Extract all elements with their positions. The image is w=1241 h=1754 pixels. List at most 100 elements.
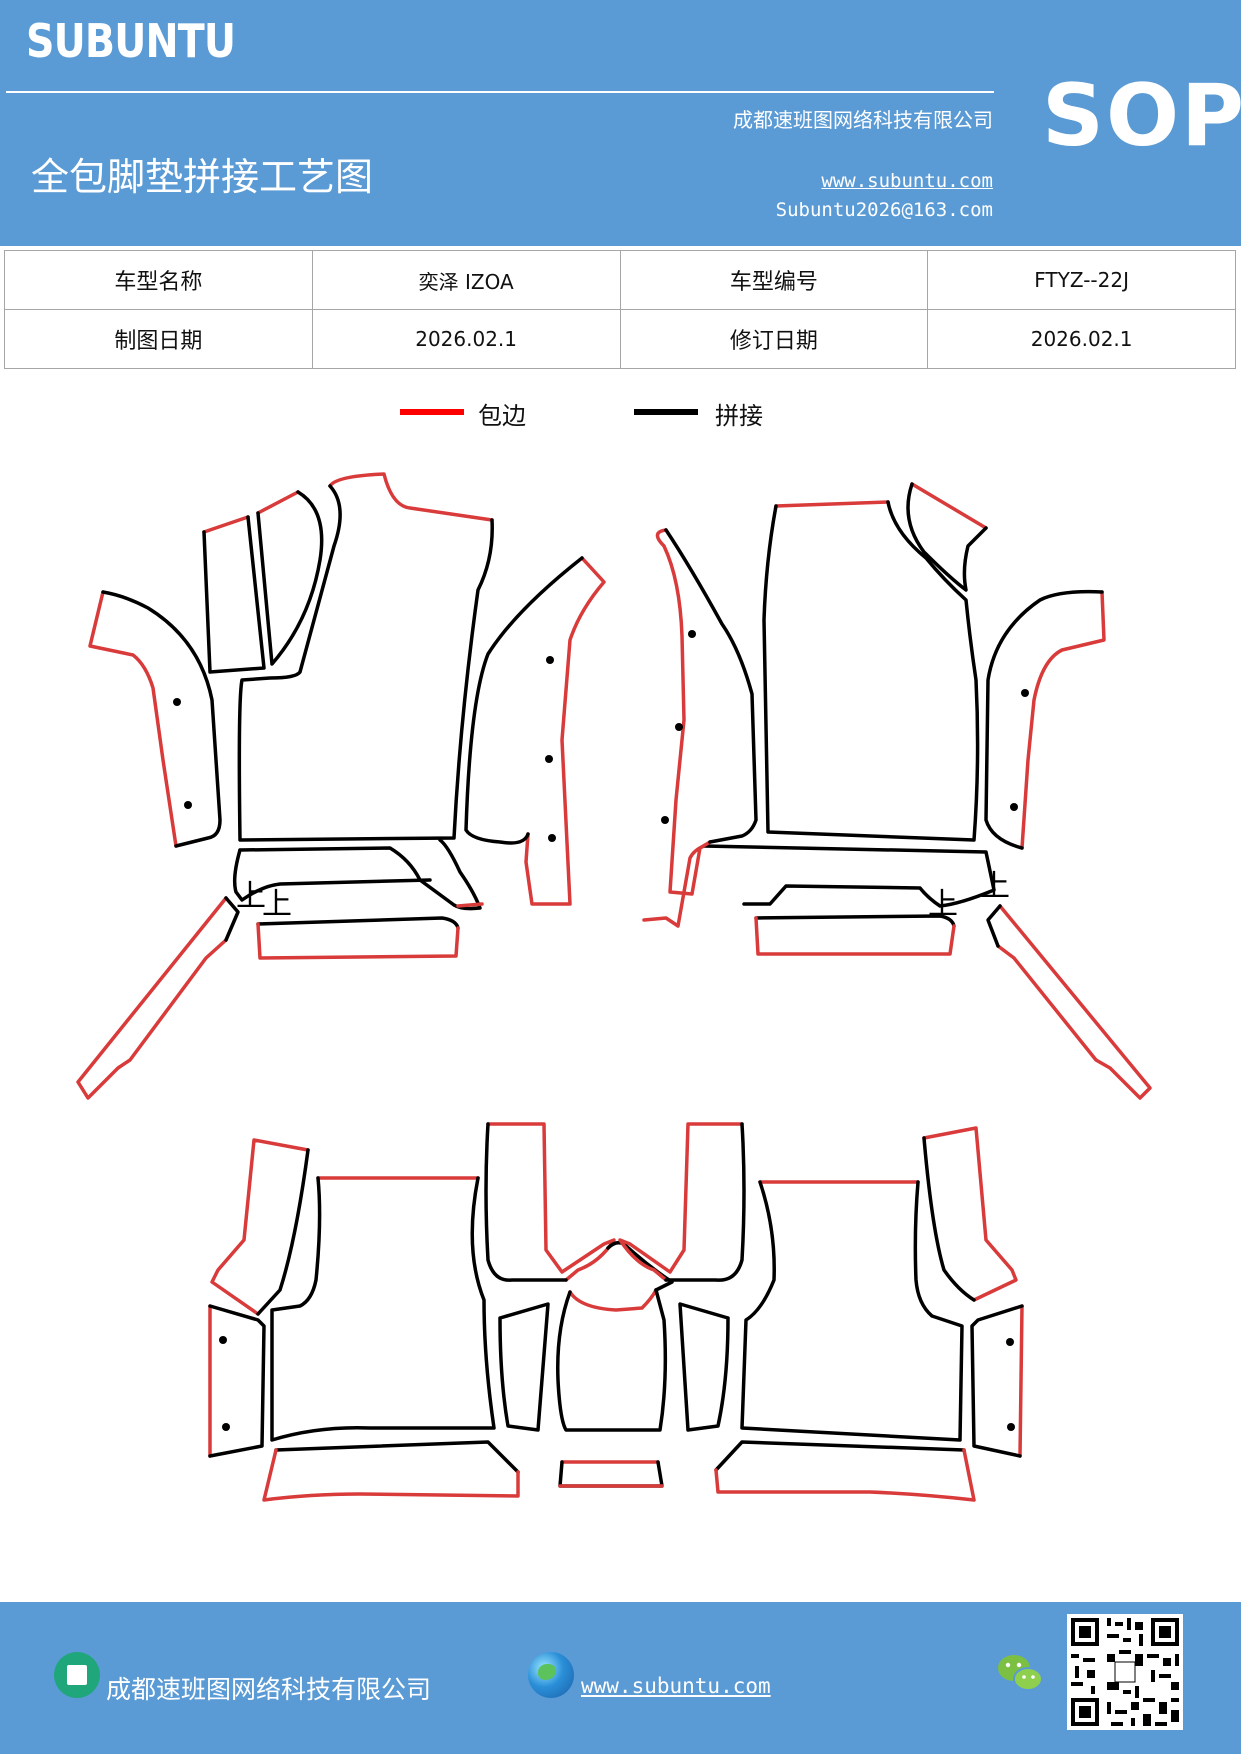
mat-piece xyxy=(678,1302,730,1432)
right-front-mat-group xyxy=(642,482,1152,1100)
mat-piece xyxy=(202,515,250,534)
mat-piece xyxy=(996,904,1152,1100)
mat-piece xyxy=(1020,590,1106,850)
fixing-point xyxy=(173,698,181,706)
fixing-point xyxy=(184,801,192,809)
mat-piece xyxy=(456,902,484,908)
mat-piece xyxy=(256,490,300,515)
mat-piece xyxy=(464,556,584,845)
legend-splice-swatch xyxy=(634,409,698,415)
up-mark: 上 xyxy=(262,887,292,922)
mat-piece xyxy=(202,515,266,674)
legend: 包边 拼接 xyxy=(400,396,800,436)
header-banner: SUBUNTU 成都速班图网络科技有限公司 全包脚垫拼接工艺图 www.subu… xyxy=(0,0,1241,246)
fixing-point xyxy=(1006,1338,1014,1346)
qr-code xyxy=(1067,1614,1183,1730)
mat-piece xyxy=(714,1440,966,1472)
mat-piece xyxy=(922,1126,1018,1302)
mat-piece xyxy=(754,916,956,956)
mat-piece xyxy=(984,589,1104,850)
fixing-point xyxy=(545,755,553,763)
info-table: 车型名称 奕泽 IZOA 车型编号 FTYZ--22J 制图日期 2026.02… xyxy=(4,250,1236,369)
model-code-value: FTYZ--22J xyxy=(927,250,1236,310)
footer-company: 成都速班图网络科技有限公司 xyxy=(106,1675,432,1704)
fixing-point xyxy=(546,656,554,664)
globe-icon xyxy=(528,1652,574,1698)
sop-badge: SOP xyxy=(1042,66,1241,166)
mat-piece xyxy=(328,472,494,522)
fixing-point xyxy=(661,816,669,824)
fixing-point xyxy=(675,723,683,731)
fixing-point xyxy=(219,1336,227,1344)
brand-logo: SUBUNTU xyxy=(26,14,236,68)
mat-piece xyxy=(484,1122,568,1282)
table-row: 制图日期 2026.02.1 修订日期 2026.02.1 xyxy=(4,309,1236,369)
up-mark: 上 xyxy=(236,879,266,914)
mat-piece xyxy=(498,1302,550,1432)
draw-date-value: 2026.02.1 xyxy=(311,309,621,369)
mat-piece xyxy=(237,484,494,842)
footer-website-link[interactable]: www.subuntu.com xyxy=(581,1674,771,1698)
mat-piece xyxy=(922,1136,976,1302)
document-title: 全包脚垫拼接工艺图 xyxy=(31,155,374,199)
mat-piece xyxy=(256,1148,310,1316)
legend-splice-label: 拼接 xyxy=(715,402,763,430)
mat-piece xyxy=(486,1122,616,1282)
model-code-label: 车型编号 xyxy=(619,250,929,310)
up-mark: 上 xyxy=(980,869,1010,904)
mat-piece xyxy=(262,1448,520,1502)
fixing-point xyxy=(688,630,696,638)
mat-piece xyxy=(740,1180,964,1442)
mat-piece xyxy=(101,590,222,848)
mat-piece xyxy=(906,482,988,592)
mat-piece xyxy=(618,1122,744,1282)
mat-piece xyxy=(1018,1304,1024,1458)
mat-piece xyxy=(224,896,240,942)
revise-date-value: 2026.02.1 xyxy=(927,309,1236,369)
mat-piece xyxy=(238,838,482,911)
mat-piece xyxy=(256,490,324,666)
fixing-point xyxy=(1010,803,1018,811)
mat-piece xyxy=(664,528,758,844)
mat-piece xyxy=(986,904,1002,948)
fixing-point xyxy=(222,1423,230,1431)
mat-piece xyxy=(558,1460,664,1488)
mat-piece xyxy=(88,590,178,848)
mat-piece xyxy=(910,482,988,530)
revise-date-label: 修订日期 xyxy=(619,309,929,369)
mat-piece xyxy=(76,896,228,1100)
fixing-point xyxy=(1007,1423,1015,1431)
floor-mat-diagram: 上 上 上 上 xyxy=(76,472,1152,1502)
mat-piece xyxy=(232,848,432,902)
header-website-link[interactable]: www.subuntu.com xyxy=(821,170,993,192)
building-icon xyxy=(54,1652,100,1698)
mat-piece xyxy=(774,500,890,508)
mat-piece xyxy=(256,922,460,960)
legend-edge-label: 包边 xyxy=(478,402,526,430)
mat-piece xyxy=(754,914,956,928)
model-name-label: 车型名称 xyxy=(4,250,313,310)
mat-piece xyxy=(210,1138,310,1316)
mat-piece xyxy=(664,1122,746,1282)
mat-piece xyxy=(970,1304,1024,1458)
mat-piece xyxy=(714,1448,976,1502)
fixing-point xyxy=(1021,689,1029,697)
footer-banner: 成都速班图网络科技有限公司 www.subuntu.com xyxy=(0,1602,1241,1754)
wechat-icon[interactable] xyxy=(996,1652,1044,1694)
mat-piece xyxy=(524,556,606,906)
mat-piece xyxy=(208,1304,266,1458)
model-name-value: 奕泽 IZOA xyxy=(311,250,621,310)
rear-mat-group xyxy=(208,1122,1024,1502)
left-front-mat-group xyxy=(76,472,606,1100)
header-divider xyxy=(6,91,994,93)
table-row: 车型名称 奕泽 IZOA 车型编号 FTYZ--22J xyxy=(4,250,1236,310)
mat-piece xyxy=(274,1440,520,1474)
mat-piece xyxy=(655,528,712,896)
mat-piece xyxy=(556,1288,668,1432)
mat-piece xyxy=(762,500,980,842)
header-company: 成都速班图网络科技有限公司 xyxy=(733,108,993,132)
fixing-point xyxy=(548,834,556,842)
header-email[interactable]: Subuntu2026@163.com xyxy=(775,199,993,221)
legend-edge-swatch xyxy=(400,409,464,415)
mat-piece xyxy=(568,1288,658,1312)
